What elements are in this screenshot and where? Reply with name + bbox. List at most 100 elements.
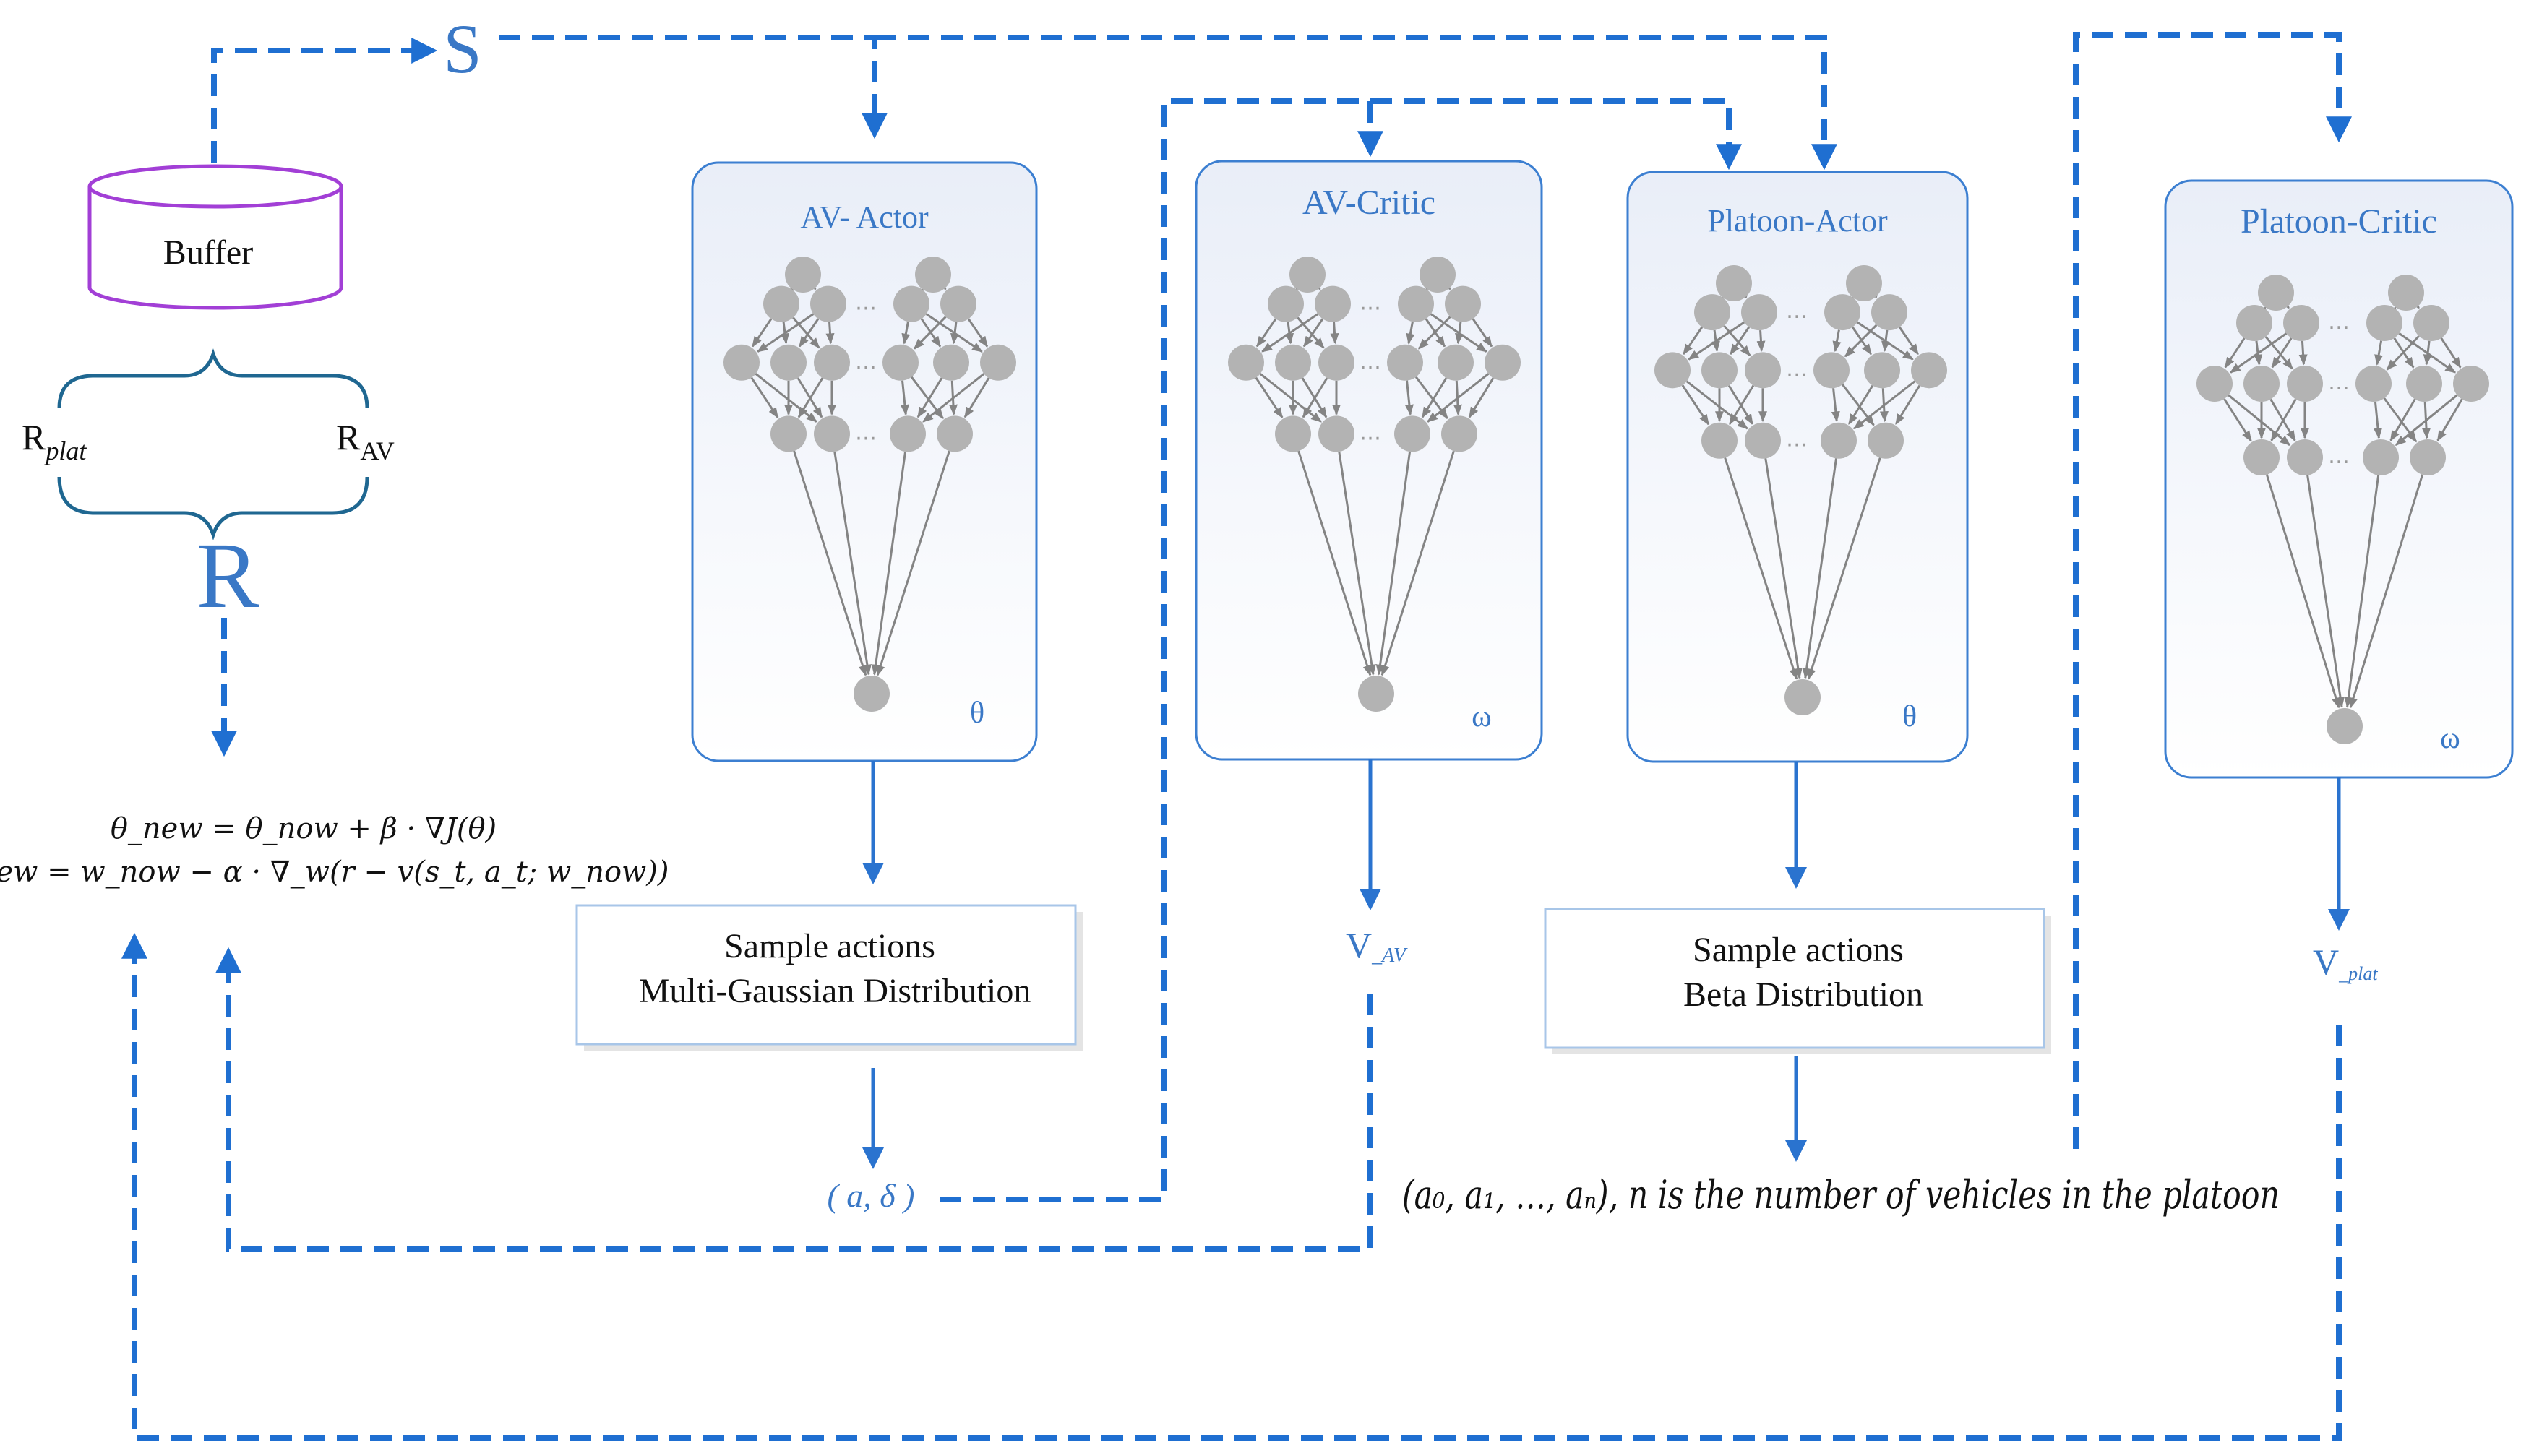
nn-edge bbox=[2383, 397, 2418, 443]
nn-edge bbox=[1681, 384, 1710, 426]
nn-node bbox=[854, 676, 890, 712]
nn-edge bbox=[1338, 451, 1376, 676]
nn-edge bbox=[793, 450, 867, 676]
nn-edge bbox=[1831, 388, 1840, 423]
nn-edge bbox=[1255, 318, 1277, 348]
nn-edge bbox=[2224, 337, 2246, 369]
nn-edge bbox=[1802, 458, 1838, 679]
nn-node bbox=[893, 285, 929, 322]
nn-node bbox=[915, 257, 951, 293]
nn-node bbox=[2196, 366, 2233, 402]
top-brace bbox=[57, 348, 369, 409]
dash-v-av-to-update bbox=[215, 947, 1373, 1252]
nn-node bbox=[723, 344, 760, 381]
nn-node bbox=[2287, 439, 2323, 475]
nn-platoon-actor: ……… bbox=[1654, 265, 1947, 715]
nn-edge bbox=[1404, 380, 1414, 416]
nn-node bbox=[1813, 352, 1850, 389]
nn-node bbox=[890, 415, 926, 452]
sample-box-multi-gaussian-line1: Sample actions bbox=[724, 927, 935, 965]
sample-box-beta-line2: Beta Distribution bbox=[1683, 975, 1923, 1014]
panel-platoon-actor: Platoon-Actor ……… θ bbox=[1626, 171, 1969, 763]
nn-node bbox=[1745, 422, 1781, 459]
nn-ellipsis: … bbox=[2328, 370, 2350, 395]
nn-edge bbox=[1302, 377, 1328, 418]
nn-node bbox=[937, 415, 973, 452]
nn-edge bbox=[1847, 384, 1874, 426]
nn-edge bbox=[1844, 324, 1878, 358]
theta-update-equation: θ_new = θ_now + β · ∇J(θ) bbox=[111, 812, 497, 845]
nn-edge bbox=[792, 316, 820, 349]
reward-av-label: RAV bbox=[336, 417, 395, 465]
buffer-label: Buffer bbox=[163, 233, 253, 272]
nn-node bbox=[2243, 439, 2280, 475]
sample-box-multi-gaussian: Sample actions Multi-Gaussian Distributi… bbox=[575, 904, 1083, 1051]
nn-edge bbox=[2395, 394, 2458, 447]
nn-edge bbox=[1898, 326, 1919, 356]
panel-av-critic: AV-Critic ……… ω bbox=[1195, 160, 1543, 761]
nn-ellipsis: … bbox=[1786, 298, 1808, 324]
w-update-equation: w_new = w_now − α · ∇_w(r − v(s_t, a_t; … bbox=[0, 856, 669, 889]
nn-edge bbox=[1730, 326, 1751, 356]
nn-edge bbox=[1728, 384, 1755, 426]
nn-node bbox=[1318, 344, 1354, 381]
nn-node bbox=[1275, 415, 1311, 452]
av-action-output: ( a, δ ) bbox=[827, 1177, 914, 1214]
dash-v-plat-to-update bbox=[121, 932, 2342, 1441]
nn-node bbox=[1911, 352, 1947, 389]
nn-edge bbox=[2279, 298, 2290, 309]
nn-edge bbox=[2349, 474, 2424, 709]
dash-state-to-platoon-actor bbox=[875, 35, 1837, 171]
nn-edge bbox=[797, 377, 824, 418]
nn-edge bbox=[2344, 475, 2380, 708]
nn-edge bbox=[1881, 329, 1890, 353]
nn-av-critic: ……… bbox=[1228, 257, 1521, 712]
nn-edge bbox=[1330, 322, 1339, 345]
nn-edge bbox=[751, 318, 773, 348]
nn-node bbox=[2366, 305, 2402, 341]
nn-edge bbox=[1380, 450, 1455, 676]
nn-ellipsis: … bbox=[1360, 290, 1381, 316]
nn-edge bbox=[757, 313, 815, 353]
nn-edge bbox=[1724, 457, 1798, 680]
nn-edge bbox=[2386, 335, 2420, 371]
nn-node bbox=[770, 415, 807, 452]
nn-edge bbox=[2389, 398, 2416, 442]
nn-edge bbox=[922, 373, 985, 423]
nn-edge bbox=[876, 450, 950, 676]
nn-edge bbox=[1472, 318, 1493, 348]
panel-av-actor-param: θ bbox=[970, 697, 984, 730]
nn-edge bbox=[798, 318, 820, 348]
nn-edge bbox=[1894, 384, 1921, 426]
nn-edge bbox=[2229, 332, 2288, 374]
nn-edge bbox=[2436, 398, 2463, 442]
nn-node bbox=[1745, 352, 1781, 389]
bottom-brace bbox=[57, 476, 369, 540]
panel-platoon-actor-title: Platoon-Actor bbox=[1707, 203, 1888, 238]
nn-edge bbox=[1440, 279, 1451, 290]
nn-node bbox=[785, 257, 821, 293]
nn-edge bbox=[1468, 377, 1495, 418]
nn-edge bbox=[1723, 324, 1751, 357]
nn-node bbox=[1318, 415, 1354, 452]
nn-edge bbox=[900, 380, 909, 416]
nn-edge bbox=[916, 377, 943, 418]
nn-node bbox=[1438, 344, 1474, 381]
nn-ellipsis: … bbox=[1360, 420, 1381, 445]
nn-edge bbox=[1832, 329, 1842, 353]
nn-edge bbox=[950, 322, 959, 345]
nn-edge bbox=[2409, 298, 2420, 309]
nn-node bbox=[814, 415, 850, 452]
nn-ellipsis: … bbox=[2328, 309, 2350, 335]
return-label: R bbox=[197, 524, 259, 628]
nn-node bbox=[1441, 415, 1477, 452]
nn-node bbox=[2283, 305, 2319, 341]
nn-node bbox=[1654, 352, 1691, 389]
nn-node bbox=[1784, 679, 1821, 715]
nn-edge bbox=[1261, 313, 1319, 353]
nn-edge bbox=[2306, 475, 2345, 708]
nn-edge bbox=[2440, 337, 2462, 369]
nn-ellipsis: … bbox=[855, 290, 877, 316]
nn-edge bbox=[2298, 340, 2308, 366]
nn-node bbox=[1871, 294, 1907, 331]
